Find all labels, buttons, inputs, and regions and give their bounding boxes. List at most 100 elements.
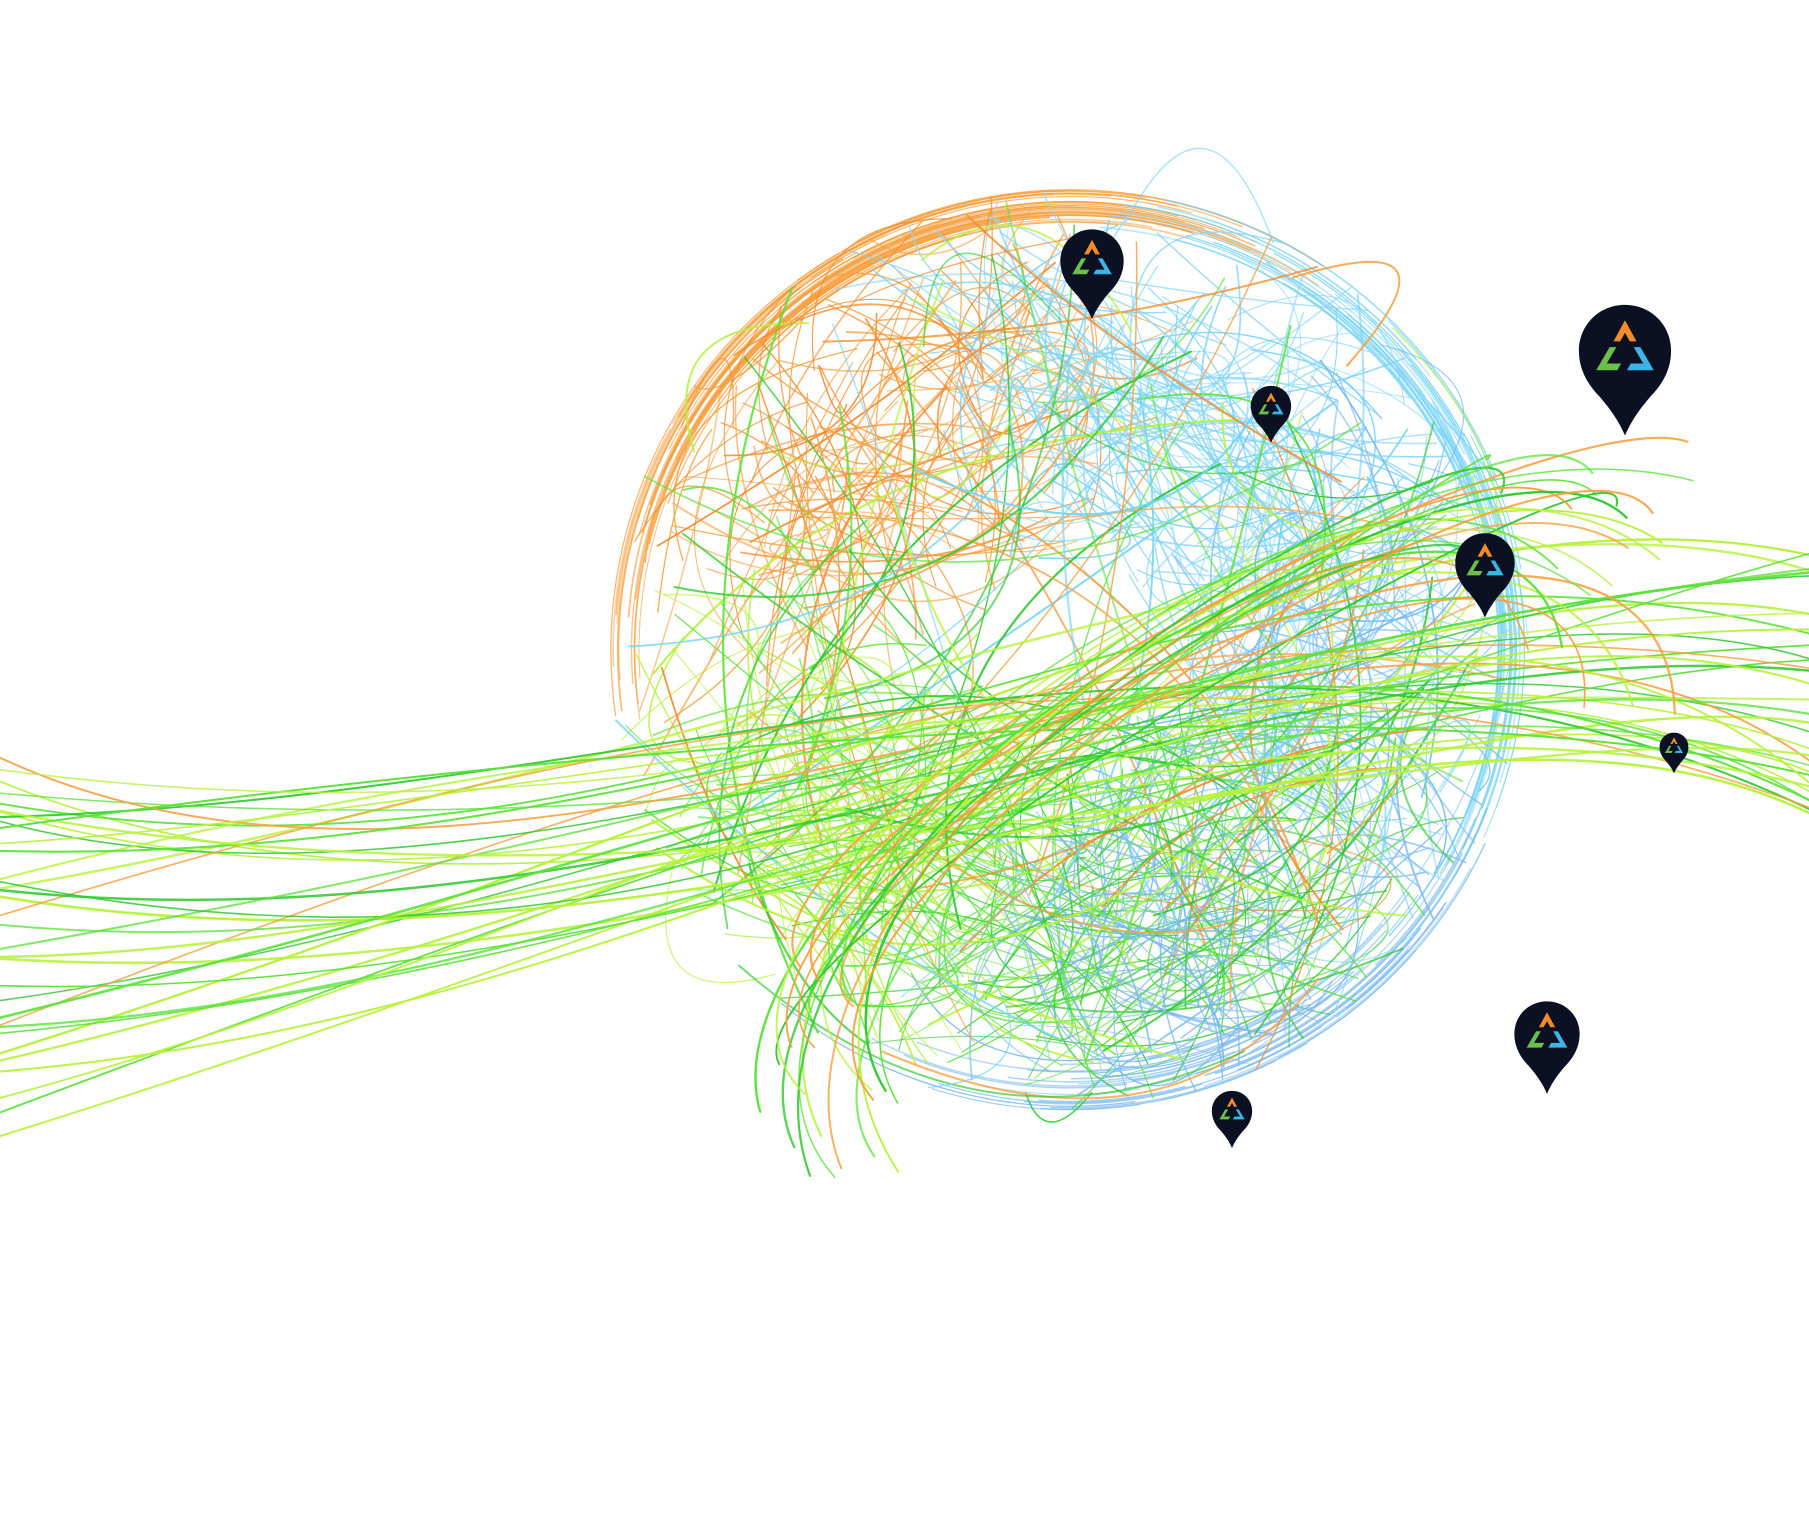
connection-line <box>967 862 1074 989</box>
connection-line <box>1283 960 1331 1015</box>
connection-line <box>980 359 1046 591</box>
connection-line <box>1000 217 1169 641</box>
connection-line <box>1099 226 1369 349</box>
connection-line <box>1038 1085 1186 1103</box>
connection-line <box>633 286 831 704</box>
connection-line <box>1389 368 1484 550</box>
connection-line <box>0 664 1809 902</box>
connection-line <box>1052 423 1185 1087</box>
connection-line <box>694 359 780 673</box>
connection-line <box>700 714 870 801</box>
connection-line <box>775 492 1618 1066</box>
triangle-logo-icon <box>1219 1097 1245 1120</box>
connection-line <box>1202 771 1439 822</box>
connection-line <box>1168 778 1226 1035</box>
connection-line <box>994 216 1205 581</box>
connection-line <box>673 335 1165 598</box>
connection-line <box>979 1015 1095 1064</box>
connection-line <box>1365 528 1474 619</box>
connection-line <box>1381 344 1465 513</box>
location-pin-icon <box>1250 385 1292 444</box>
connection-line <box>0 682 1809 1002</box>
connection-line <box>1192 484 1379 565</box>
connection-line <box>616 258 844 712</box>
connection-line <box>1036 277 1226 404</box>
location-pin-icon <box>1454 532 1516 619</box>
connection-line <box>1149 889 1312 1000</box>
connection-line <box>693 317 805 390</box>
connection-line <box>719 218 1153 400</box>
connection-line <box>775 507 1661 1095</box>
connection-line <box>723 289 791 510</box>
connection-line <box>1046 777 1426 916</box>
connection-line <box>1255 540 1334 956</box>
connection-line <box>1042 382 1422 407</box>
connection-line <box>1346 901 1447 1009</box>
connection-line <box>841 518 1559 1007</box>
connection-line <box>1071 748 1107 967</box>
connection-line <box>665 872 777 984</box>
connection-line <box>791 436 1689 969</box>
connection-line <box>0 696 1809 917</box>
connection-line <box>1058 254 1176 361</box>
connection-line <box>1392 327 1499 671</box>
connection-line <box>1077 987 1235 1096</box>
connection-line <box>811 218 952 372</box>
connection-line <box>1013 1025 1251 1065</box>
connection-line <box>0 746 1809 958</box>
connection-line <box>1007 1052 1225 1083</box>
connection-line <box>0 758 1809 922</box>
connection-line <box>872 624 1018 907</box>
connection-line <box>1020 304 1173 361</box>
connection-line <box>1123 204 1465 437</box>
connection-line <box>811 279 944 866</box>
connection-line <box>1119 211 1465 455</box>
connection-line <box>1250 349 1376 526</box>
connection-line <box>663 593 760 736</box>
triangle-logo-icon <box>1072 239 1112 275</box>
connection-line <box>946 884 1191 1064</box>
connection-line <box>1077 813 1266 1032</box>
connection-line <box>1065 893 1316 969</box>
connection-line <box>1204 807 1488 1076</box>
connection-line <box>1028 241 1138 896</box>
connection-line <box>1253 391 1362 1036</box>
connection-line <box>1179 309 1338 484</box>
connection-line <box>0 715 1809 965</box>
connection-line <box>663 515 808 723</box>
connection-line <box>1046 900 1102 975</box>
connection-line <box>996 385 1279 535</box>
connection-line <box>698 214 1032 422</box>
connection-line <box>1155 729 1333 802</box>
connection-line <box>788 284 926 667</box>
connection-line <box>652 691 997 737</box>
connection-line <box>1130 720 1339 809</box>
connection-line <box>679 783 1146 995</box>
connection-line <box>1146 523 1205 615</box>
connection-line <box>1102 663 1470 1052</box>
connection-line <box>1217 366 1323 587</box>
connection-line <box>1009 378 1048 463</box>
connection-line <box>1024 787 1229 1086</box>
location-pin-icon <box>1513 1000 1581 1095</box>
connection-line <box>712 224 1076 904</box>
connection-line <box>1058 958 1242 1087</box>
connection-line <box>935 685 1161 973</box>
connection-line <box>0 662 1809 830</box>
connection-line <box>723 312 878 457</box>
connection-line <box>797 190 1066 281</box>
connection-line <box>1278 842 1486 1059</box>
connection-line <box>825 730 940 935</box>
connection-line <box>614 719 1059 1039</box>
connection-line <box>931 1088 1141 1111</box>
connection-line <box>1239 728 1459 858</box>
connection-line <box>654 589 910 804</box>
connection-line <box>683 475 964 513</box>
connection-line <box>842 236 944 276</box>
connection-line <box>832 428 929 493</box>
connection-line <box>677 193 1111 418</box>
triangle-logo-icon <box>1596 320 1654 371</box>
connection-line <box>0 628 1809 1073</box>
connection-line <box>1232 864 1269 878</box>
